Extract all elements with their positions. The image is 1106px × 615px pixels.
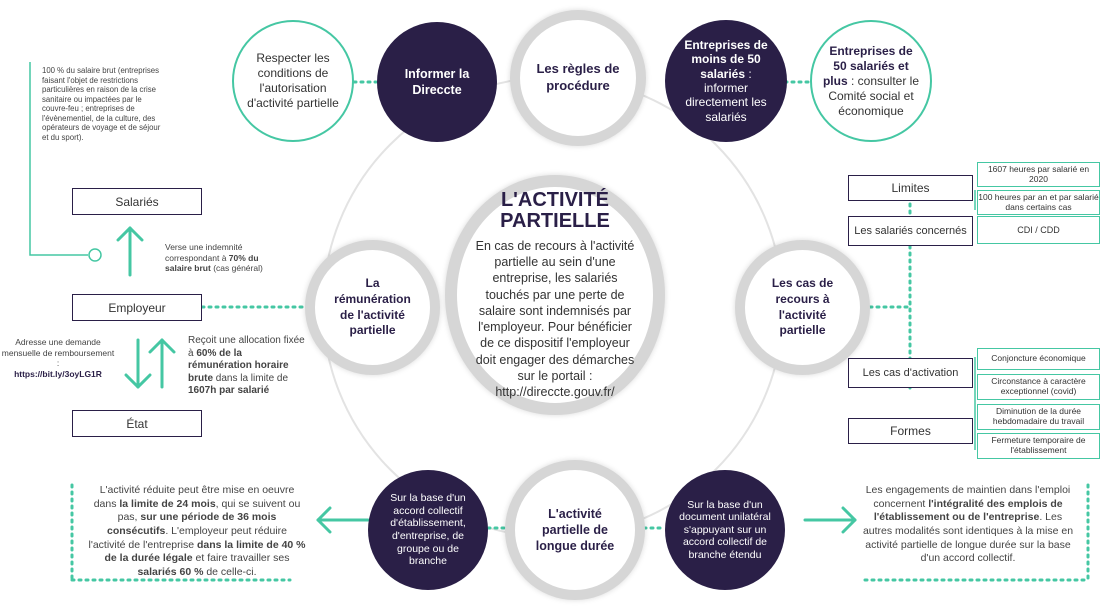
limites-label: Limites	[891, 181, 930, 195]
circle-regles-procedure: Les règles de procédure	[510, 10, 646, 146]
fermeture-temporaire: Fermeture temporaire de l'établissement	[977, 433, 1100, 459]
formes-label: Formes	[890, 424, 931, 438]
verse-indemnite-text: Verse une indemnité correspondant à 70% …	[165, 242, 263, 274]
conjoncture-economique: Conjoncture économique	[977, 348, 1100, 370]
remuneration-text: La rémunération de l'activité partielle	[334, 276, 411, 338]
salaries-concernes-label: Les salariés concernés	[854, 224, 967, 237]
box-etat: État	[72, 410, 202, 437]
box-salaries-concernes: Les salariés concernés	[848, 216, 973, 246]
remboursement-link[interactable]: https://bit.ly/3oyLG1R	[14, 368, 102, 379]
box-cas-activation: Les cas d'activation	[848, 358, 973, 388]
circle-cas-recours: Les cas de recours à l'activité partiell…	[735, 240, 870, 375]
moins50-text: Entreprises de moins de 50 salariés : in…	[684, 37, 768, 124]
limites-100: 100 heures par an et par salarié dans ce…	[977, 190, 1100, 215]
accord-collectif-text: Sur la base d'un accord collectif d'étab…	[390, 492, 466, 568]
circle-informer-direccte: Informer la Direccte	[377, 22, 497, 142]
document-unilateral-text: Sur la base d'un document unilatéral s'a…	[679, 498, 771, 561]
salaries-label: Salariés	[115, 194, 159, 209]
plus50-text: Entreprises de 50 salariés et plus : con…	[822, 43, 920, 118]
adresse-demande-text: Adresse une demande mensuelle de rembour…	[1, 337, 115, 379]
circle-remuneration: La rémunération de l'activité partielle	[305, 240, 440, 375]
box-limites: Limites	[848, 175, 973, 201]
box-formes: Formes	[848, 418, 973, 444]
respecter-text: Respecter les conditions de l'autorisati…	[247, 51, 339, 110]
note-100-percent: 100 % du salaire brut (entreprises faisa…	[42, 66, 161, 142]
informer-text: Informer la Direccte	[404, 66, 470, 97]
circle-moins-50: Entreprises de moins de 50 salariés : in…	[665, 20, 787, 142]
circle-plus-50: Entreprises de 50 salariés et plus : con…	[810, 20, 932, 142]
box-employeur: Employeur	[72, 294, 202, 321]
circonstance-exceptionnelle: Circonstance à caractère exceptionnel (c…	[977, 374, 1100, 400]
employeur-label: Employeur	[108, 300, 166, 315]
limites-1607: 1607 heures par salarié en 2020	[977, 162, 1100, 187]
longue-duree-text: L'activité partielle de longue durée	[535, 506, 615, 554]
cdi-cdd: CDI / CDD	[977, 216, 1100, 244]
bottom-left-text: L'activité réduite peut être mise en oeu…	[88, 484, 306, 578]
regles-text: Les règles de procédure	[536, 61, 620, 93]
circle-respecter-conditions: Respecter les conditions de l'autorisati…	[232, 20, 354, 142]
circle-longue-duree: L'activité partielle de longue durée	[505, 460, 645, 600]
circle-accord-collectif: Sur la base d'un accord collectif d'étab…	[368, 470, 488, 590]
circle-document-unilateral: Sur la base d'un document unilatéral s'a…	[665, 470, 785, 590]
bottom-right-text: Les engagements de maintien dans l'emplo…	[862, 484, 1074, 565]
cas-recours-text: Les cas de recours à l'activité partiell…	[771, 276, 834, 338]
cas-activation-label: Les cas d'activation	[862, 366, 959, 379]
box-salaries: Salariés	[72, 188, 202, 215]
diminution-duree: Diminution de la durée hebdomadaire du t…	[977, 404, 1100, 430]
recoit-allocation-text: Reçoit une allocation fixée à 60% de la …	[188, 335, 305, 396]
etat-label: État	[126, 416, 148, 431]
center-body: En cas de recours à l'activité partielle…	[475, 238, 635, 399]
